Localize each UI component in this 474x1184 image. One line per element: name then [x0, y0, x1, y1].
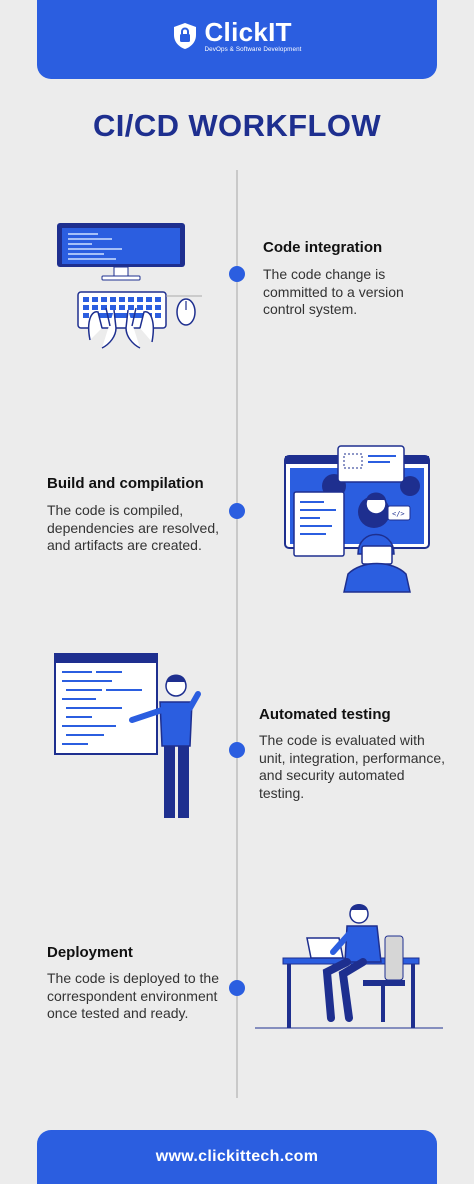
header-banner: ClickIT DevOps & Software Development — [37, 0, 437, 79]
svg-text:</>: </> — [392, 510, 405, 518]
step-1-title: Code integration — [263, 239, 383, 256]
logo-tagline: DevOps & Software Development — [204, 46, 302, 54]
presenter-code-board-illustration — [54, 653, 201, 818]
timeline-dot-2 — [229, 503, 245, 519]
timeline-dot-1 — [229, 266, 245, 282]
step-3-description: The code is evaluated with unit, integra… — [259, 732, 445, 801]
timeline-dot-4 — [229, 980, 245, 996]
step-4-description: The code is deployed to the corresponden… — [47, 970, 220, 1021]
developer-desk-illustration — [255, 904, 443, 1029]
developer-laptop-illustration: </> — [284, 445, 430, 593]
shield-lock-icon — [174, 23, 197, 50]
website-link[interactable]: www.clickittech.com — [155, 1148, 319, 1165]
step-4-title: Deployment — [47, 944, 133, 961]
footer-banner: www.clickittech.com — [37, 1130, 437, 1184]
logo-name: ClickIT — [204, 17, 292, 48]
step-3-title: Automated testing — [259, 706, 391, 723]
step-2-description: The code is compiled, dependencies are r… — [47, 502, 220, 553]
page-title: CI/CD WORKFLOW — [93, 108, 381, 143]
step-1-description: The code change is committed to a versio… — [263, 266, 404, 317]
step-2-title: Build and compilation — [47, 475, 204, 492]
computer-typing-illustration — [57, 223, 202, 349]
brand-logo[interactable]: ClickIT DevOps & Software Development — [172, 19, 301, 53]
timeline-dot-3 — [229, 742, 245, 758]
timeline-line — [236, 170, 238, 1098]
